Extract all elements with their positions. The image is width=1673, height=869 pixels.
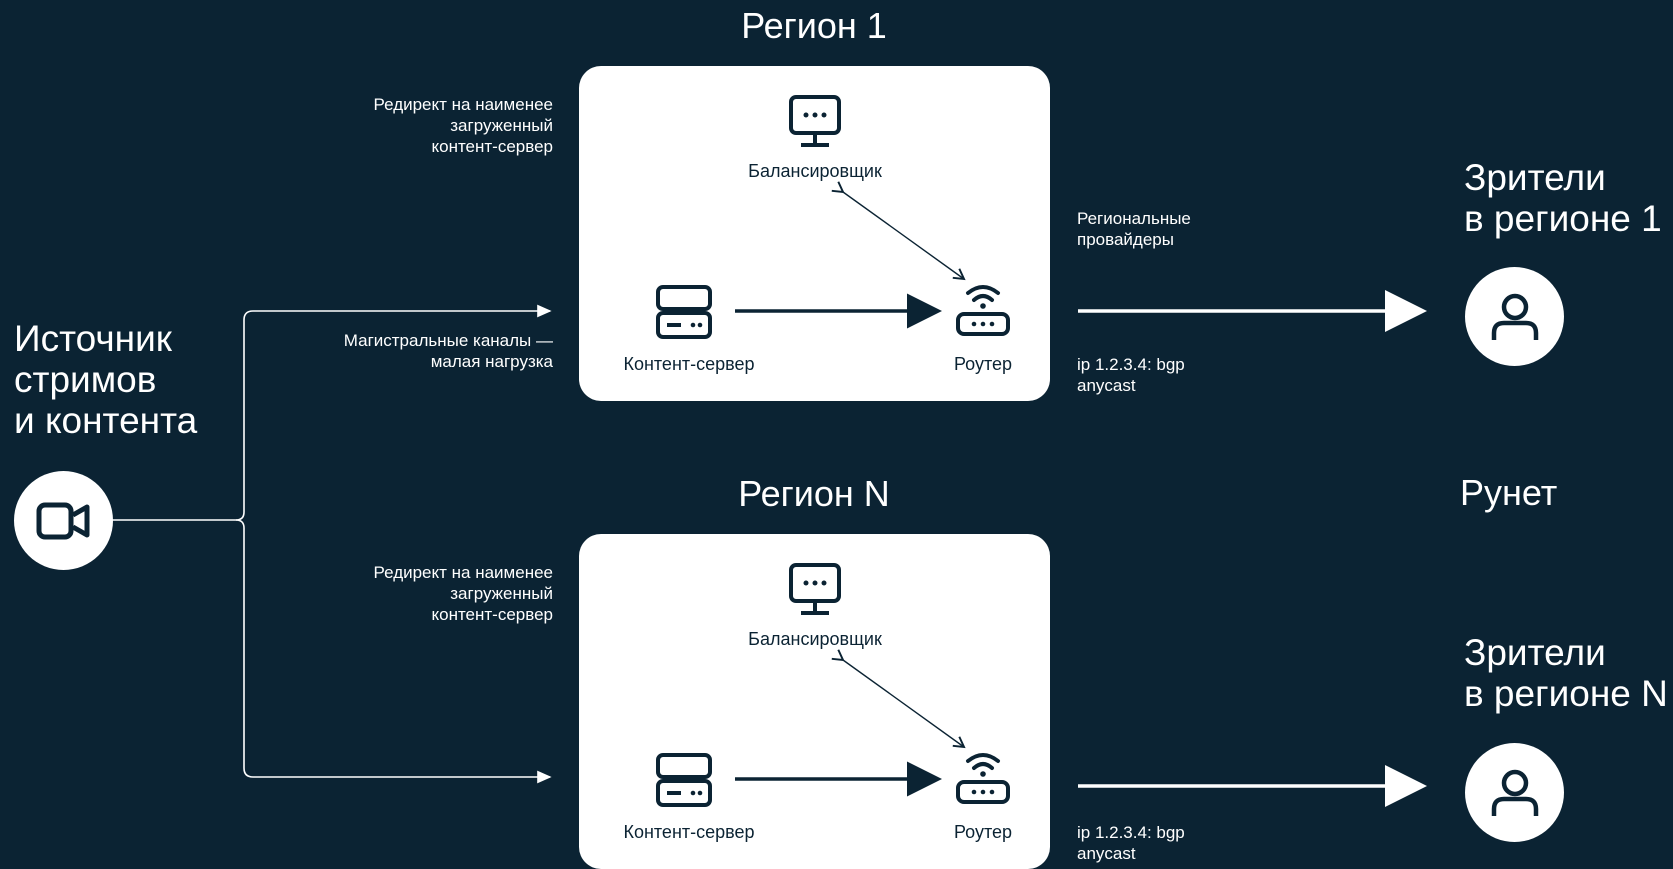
note-line: ip 1.2.3.4: bgp [1077,355,1185,374]
region-1-title: Регион 1 [741,5,887,46]
provider-arrows [1078,290,1427,807]
backbone-note: Магистральные каналы — малая нагрузка [300,330,553,372]
note-line: anycast [1077,376,1136,395]
router-wifi-icon [956,753,1010,804]
region-n-internal-links [735,649,966,797]
region-n-redirect-note: Редирект на наименее загруженный контент… [300,562,553,625]
region-n-router-ip: ip 1.2.3.4: bgp anycast [1077,822,1185,864]
user-icon [1491,769,1538,816]
source-circle [14,471,113,570]
router-label: Роутер [953,822,1013,842]
router-label: Роутер [953,354,1013,374]
note-line: Редирект на наименее [373,563,553,582]
content-server-label: Контент-сервер [623,822,755,842]
note-line: Магистральные каналы — [343,331,553,350]
note-line: контент-сервер [431,137,553,156]
note-line: Региональные [1077,209,1191,228]
note-line: провайдеры [1077,230,1174,249]
region-n-title: Регион N [738,473,890,514]
note-line: малая нагрузка [430,352,553,371]
note-line: anycast [1077,844,1136,863]
note-line: контент-сервер [431,605,553,624]
viewers-region-n-title: Зрители в регионе N [1464,632,1668,714]
region-n-panel: Балансировщик Контент-сервер Роутер [579,534,1050,869]
viewers-region-1-title: Зрители в регионе 1 [1464,157,1662,239]
note-line: загруженный [450,116,553,135]
router-wifi-icon [956,285,1010,336]
balancer-router-link [831,181,966,281]
source-branch-lines [112,304,552,784]
viewers-title-line: в регионе 1 [1464,198,1662,239]
monitor-icon [789,563,841,615]
note-line: загруженный [450,584,553,603]
viewers-title-line: в регионе N [1464,673,1668,714]
balancer-label: Балансировщик [748,629,882,649]
region-1-router-ip: ip 1.2.3.4: bgp anycast [1077,354,1185,396]
user-icon [1491,293,1538,340]
server-icon [656,285,712,339]
balancer-label: Балансировщик [748,161,882,181]
source-title-line-1: Источник [14,318,172,359]
region-1-panel: Балансировщик Контент-сервер Роутер [579,66,1050,401]
note-line: Редирект на наименее [373,95,553,114]
region-1-internal-links [735,181,966,329]
source-title: Источник стримов и контента [14,318,197,441]
viewers-region-n-circle [1465,743,1564,842]
server-icon [656,753,712,807]
source-title-line-2: стримов [14,359,157,400]
balancer-router-link [831,649,966,749]
source-title-line-3: и контента [14,400,198,441]
providers-note: Региональные провайдеры [1077,208,1191,250]
video-camera-icon [36,502,89,539]
viewers-region-1-circle [1465,267,1564,366]
viewers-title-line: Зрители [1464,632,1606,673]
runet-label: Рунет [1460,472,1558,513]
monitor-icon [789,95,841,147]
note-line: ip 1.2.3.4: bgp [1077,823,1185,842]
content-server-label: Контент-сервер [623,354,755,374]
region-1-redirect-note: Редирект на наименее загруженный контент… [300,94,553,157]
viewers-title-line: Зрители [1464,157,1606,198]
